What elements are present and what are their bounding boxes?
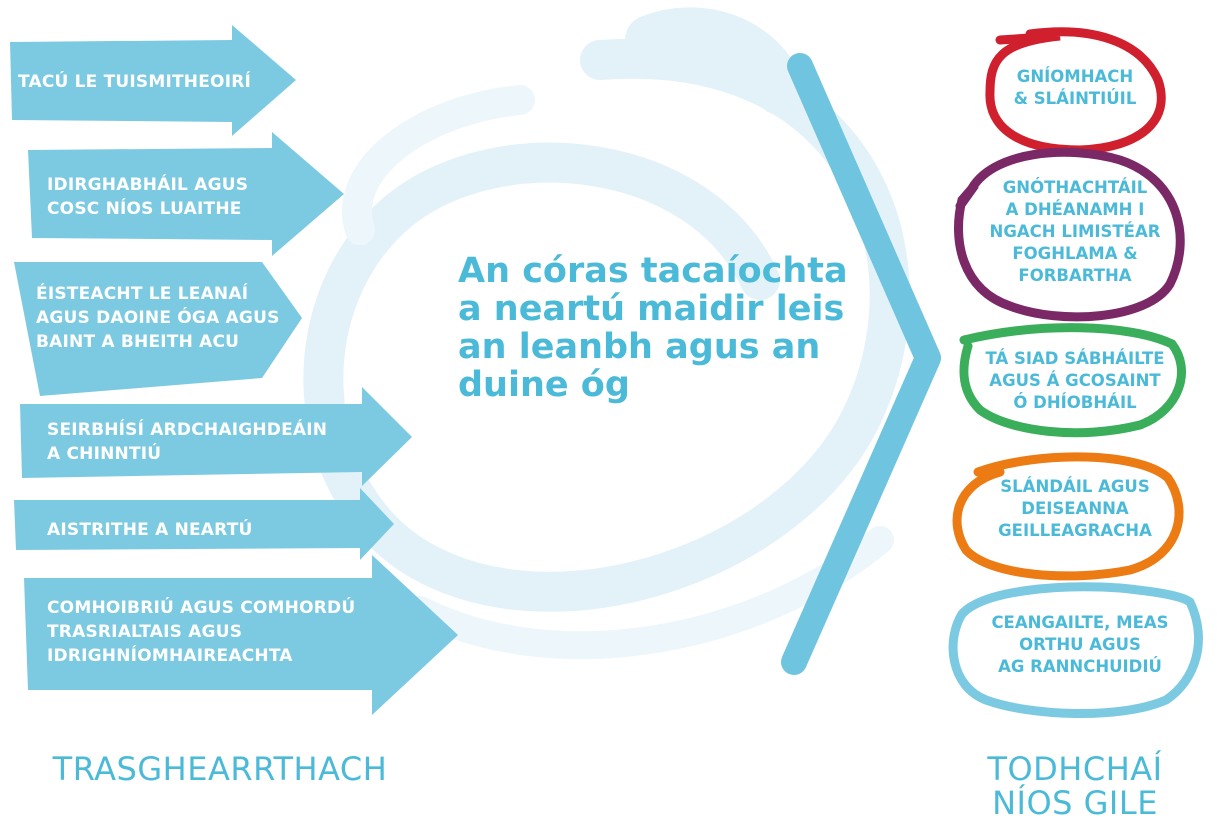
arrow-label-6: COMHOIBRIÚ AGUS COMHORDÚ TRASRIALTAIS AG… xyxy=(47,598,356,666)
arrow-4 xyxy=(20,387,412,486)
arrow-label-2: IDIRGHABHÁIL AGUS COSC NÍOS LUAITHE xyxy=(47,175,249,219)
arrow-5 xyxy=(14,488,394,560)
outcome-label-4: SLÁNDÁIL AGUS DEISEANNA GEILLEAGRACHA xyxy=(998,477,1152,540)
footer-left-label: TRASGHEARRTHACH xyxy=(52,750,388,788)
arrow-label-5: AISTRITHE A NEARTÚ xyxy=(47,520,253,540)
arrow-2 xyxy=(28,132,344,256)
center-statement: An córas tacaíochta a neartú maidir leis… xyxy=(458,251,848,405)
outcome-label-1: GNÍOMHACH & SLÁINTIÚIL xyxy=(1013,67,1137,108)
outcome-label-2: GNÓTHACHTÁIL A DHÉANAMH I NGACH LIMISTÉA… xyxy=(989,178,1161,285)
outcome-loops xyxy=(948,27,1203,718)
loop-purple xyxy=(954,147,1185,322)
loop-lightblue xyxy=(948,582,1203,718)
loop-orange xyxy=(952,452,1184,581)
footer-right-label: TODHCHAÍ NÍOS GILE xyxy=(987,750,1163,822)
arrow-label-1: TACÚ LE TUISMITHEOIRÍ xyxy=(18,72,252,92)
chevron-divider xyxy=(781,53,941,675)
arrow-1 xyxy=(10,25,296,136)
outcome-label-3: TÁ SIAD SÁBHÁILTE AGUS Á GCOSAINT Ó DHÍO… xyxy=(985,349,1165,412)
arrow-3 xyxy=(14,262,302,396)
outcome-label-5: CEANGAILTE, MEAS ORTHU AGUS AG RANNCHUID… xyxy=(991,613,1169,676)
left-arrows xyxy=(10,25,458,715)
arrow-label-3: ÉISTEACHT LE LEANAÍ AGUS DAOINE ÓGA AGUS… xyxy=(36,284,280,352)
arrow-6 xyxy=(24,555,458,715)
loop-green xyxy=(959,323,1186,438)
arrow-label-4: SEIRBHÍSÍ ARDCHAIGHDEÁIN A CHINNTIÚ xyxy=(47,420,328,464)
